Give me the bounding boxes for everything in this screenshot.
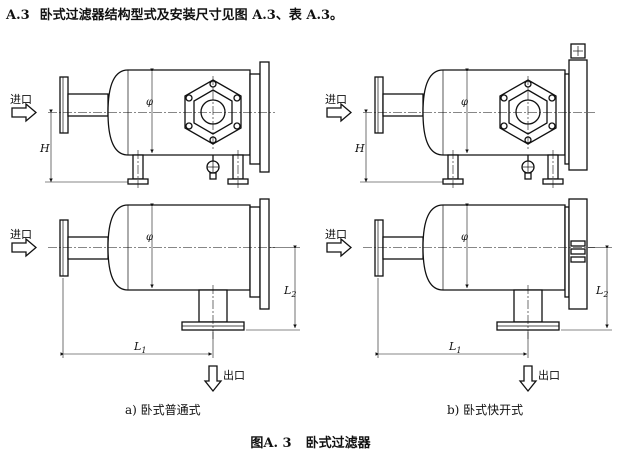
outlet-arrow-a [203, 365, 223, 393]
figure-title: 卧式过滤器 [305, 436, 371, 451]
view-a-bottom [48, 198, 300, 358]
l1-label-b: L1 [448, 340, 461, 355]
caption-b: b) 卧式快开式 [447, 403, 524, 417]
inlet-label-b1: 进口 [325, 93, 347, 106]
inlet-arrow-b1 [326, 102, 353, 123]
phi-label-b1: φ [461, 97, 468, 108]
outlet-label-b: 出口 [538, 368, 560, 382]
outlet-label-a: 出口 [223, 368, 245, 382]
h-label-b: H [354, 142, 365, 155]
figure-caption: 图A. 3 卧式过滤器 [0, 432, 621, 451]
inlet-label-a1: 进口 [10, 93, 32, 106]
outlet-arrow-b [518, 365, 538, 393]
phi-label-b2: φ [461, 232, 468, 243]
l2-label-b: L2 [595, 284, 608, 299]
outlet-arrows [203, 365, 538, 393]
l1-label-a: L1 [133, 340, 146, 355]
l2-label-a: L2 [283, 284, 296, 299]
inlet-label-b2: 进口 [325, 228, 347, 241]
inlet-label-a2: 进口 [10, 228, 32, 241]
view-a-top [45, 61, 275, 188]
figure-number: 图A. 3 [250, 436, 292, 451]
inlet-arrows [11, 102, 353, 258]
inlet-arrow-b2 [326, 237, 353, 258]
inlet-arrow-a1 [11, 102, 38, 123]
view-b-bottom [363, 198, 612, 358]
view-b-top [360, 43, 595, 188]
inlet-arrow-a2 [11, 237, 38, 258]
h-label-a: H [39, 142, 50, 155]
section-text: 卧式过滤器结构型式及安装尺寸见图 A.3、表 A.3。 [39, 8, 344, 23]
section-number: A.3 [6, 8, 30, 23]
caption-a: a) 卧式普通式 [125, 403, 201, 417]
section-heading: A.3 卧式过滤器结构型式及安装尺寸见图 A.3、表 A.3。 [6, 4, 343, 23]
phi-label-a2: φ [146, 232, 153, 243]
phi-label-a1: φ [146, 97, 153, 108]
